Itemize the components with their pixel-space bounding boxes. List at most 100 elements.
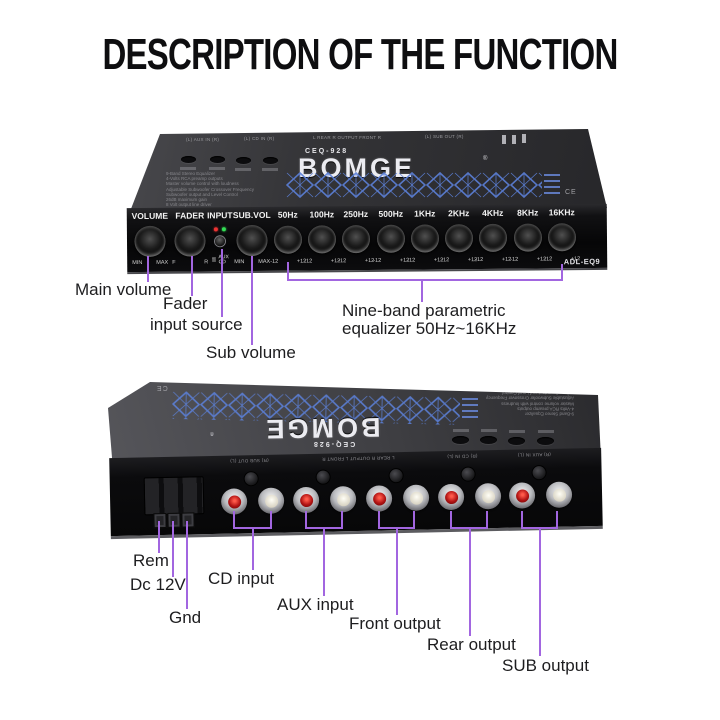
feature-text-block: 9-Band Stereo Equalizer 4-Volts RCA prea… <box>166 171 255 208</box>
model-number: CEQ-928 <box>305 148 349 155</box>
screw-icon <box>389 469 403 483</box>
cd-led <box>221 227 226 232</box>
callout-bracket-rear <box>486 511 488 527</box>
screw-icon <box>316 470 330 484</box>
rca-jack-red <box>508 482 536 509</box>
callout-label-aux-input: AUX input <box>277 595 354 614</box>
callout-bracket-cd <box>270 511 272 527</box>
eq-band-knob <box>513 223 543 252</box>
jack-label-output: L REAR R OUTPUT L FRONT R <box>321 455 395 462</box>
trim-pot-hole <box>452 436 469 444</box>
callout-label-fader: Fader <box>163 294 208 313</box>
trim-pot-scale <box>235 168 251 171</box>
callout-bracket-eq <box>287 279 563 281</box>
callout-label-main-volume: Main volume <box>75 280 172 299</box>
callout-bracket-sub <box>521 511 523 527</box>
screw-icon <box>532 466 546 480</box>
callout-label-rem: Rem <box>133 551 169 570</box>
gnd-pin <box>181 512 195 528</box>
callout-bracket-aux <box>341 511 343 527</box>
trim-pot-scale <box>209 167 225 170</box>
eq-band-knob <box>410 224 440 253</box>
callout-line-rem <box>158 521 160 553</box>
power-terminal-mark <box>522 134 526 143</box>
callout-label-front-output: Front output <box>349 614 441 633</box>
top-edge-label-output: L REAR R OUTPUT FRONT R <box>313 135 382 140</box>
rca-pair-5 <box>508 465 573 512</box>
screw-icon <box>244 472 258 486</box>
rca-jack-red <box>292 486 320 514</box>
eq-band-knob <box>341 224 371 254</box>
callout-bracket-rear <box>450 511 452 527</box>
equalizer-rear-panel: (R) SUB OUT (L) L REAR R OUTPUT L FRONT … <box>109 447 603 540</box>
callout-bracket-cd <box>233 511 235 527</box>
eq-band-knob <box>478 223 508 253</box>
eq-band-knob <box>273 225 303 254</box>
callout-line-dc12v <box>172 521 174 577</box>
top-edge-label-sub-out: (L) SUB OUT (R) <box>425 134 464 139</box>
callout-line-main-volume <box>147 256 149 282</box>
callout-line-aux-input <box>323 527 325 596</box>
callout-line-cd-input <box>252 527 254 570</box>
volume-knob <box>134 225 166 258</box>
trim-pot-hole <box>181 156 196 163</box>
top-edge-label-cd-in: (L) CD IN (R) <box>244 136 275 141</box>
rca-pair-1 <box>220 472 285 519</box>
rca-pair-2 <box>292 470 357 517</box>
trim-pot-scale <box>481 429 497 432</box>
trim-pot-hole <box>263 157 278 164</box>
trim-pot-scale <box>180 167 196 170</box>
volume-knob-group: VOLUME MIN MAX <box>131 210 169 267</box>
trim-pot-hole <box>508 437 525 445</box>
ce-mark: CE <box>156 384 168 391</box>
callout-bracket-sub <box>556 511 558 527</box>
trim-pot-hole <box>480 436 497 444</box>
callout-line-gnd <box>186 521 188 609</box>
rca-jack-red <box>365 485 393 512</box>
input-source-icon: ≣ <box>211 257 217 264</box>
callout-label-dc12v: Dc 12V <box>130 575 186 594</box>
callout-bracket-aux <box>305 511 307 527</box>
callout-label-gnd: Gnd <box>169 608 202 627</box>
eq-band-knob <box>547 223 577 252</box>
rca-jack-red <box>437 483 465 511</box>
callout-line-eq <box>421 281 423 302</box>
model-badge: ADL-EQ9 <box>563 256 601 267</box>
input-leds <box>213 227 226 232</box>
callout-bracket-front <box>378 511 380 527</box>
trim-pot-hole <box>210 156 225 163</box>
callout-bracket-eq-right <box>561 264 563 281</box>
page-title: DESCRIPTION OF THE FUNCTION <box>102 30 618 79</box>
power-terminal-mark <box>502 135 506 144</box>
equalizer-front-panel: VOLUME MIN MAX FADER F R INPUT ≣ AUX CD <box>126 203 608 275</box>
power-terminal-mark <box>512 135 516 144</box>
callout-line-sub-volume <box>251 256 253 345</box>
eq-wave-graphic-end <box>544 174 560 196</box>
callout-label-eq-line2: equalizer 50Hz~16KHz <box>342 319 517 338</box>
rca-pair-3 <box>365 468 430 515</box>
trim-pot-scale <box>509 430 525 433</box>
aux-led <box>213 227 218 232</box>
callout-label-sub-volume: Sub volume <box>206 343 296 362</box>
sub-volume-knob <box>236 224 268 257</box>
jack-label-sub-out: (R) SUB OUT (L) <box>229 457 269 464</box>
eq-band-knob <box>376 224 406 253</box>
rca-jack-white <box>329 486 357 513</box>
jack-label-cd-in: (R) CD IN (L) <box>446 453 478 460</box>
eq-band-knob <box>444 224 474 253</box>
callout-label-rear-output: Rear output <box>427 635 516 654</box>
feature-text-block-upside-down: 9-Band Stereo Equalizer 4-Volts RCA prea… <box>485 380 574 417</box>
ce-mark: CE <box>565 189 577 196</box>
screw-icon <box>461 467 475 481</box>
trim-pot-scale <box>453 429 469 432</box>
callout-bracket-front <box>413 511 415 527</box>
trim-pot-scale <box>538 430 554 433</box>
rem-pin <box>153 512 167 529</box>
callout-line-sub-output <box>539 527 541 656</box>
eq-wave-graphic <box>171 390 461 426</box>
jack-label-aux-in: (R) AUX IN (L) <box>517 451 551 458</box>
eq-band-knob <box>307 225 337 254</box>
power-terminal-block <box>143 476 205 516</box>
top-edge-label-aux-in: (L) AUX IN (R) <box>186 137 220 142</box>
